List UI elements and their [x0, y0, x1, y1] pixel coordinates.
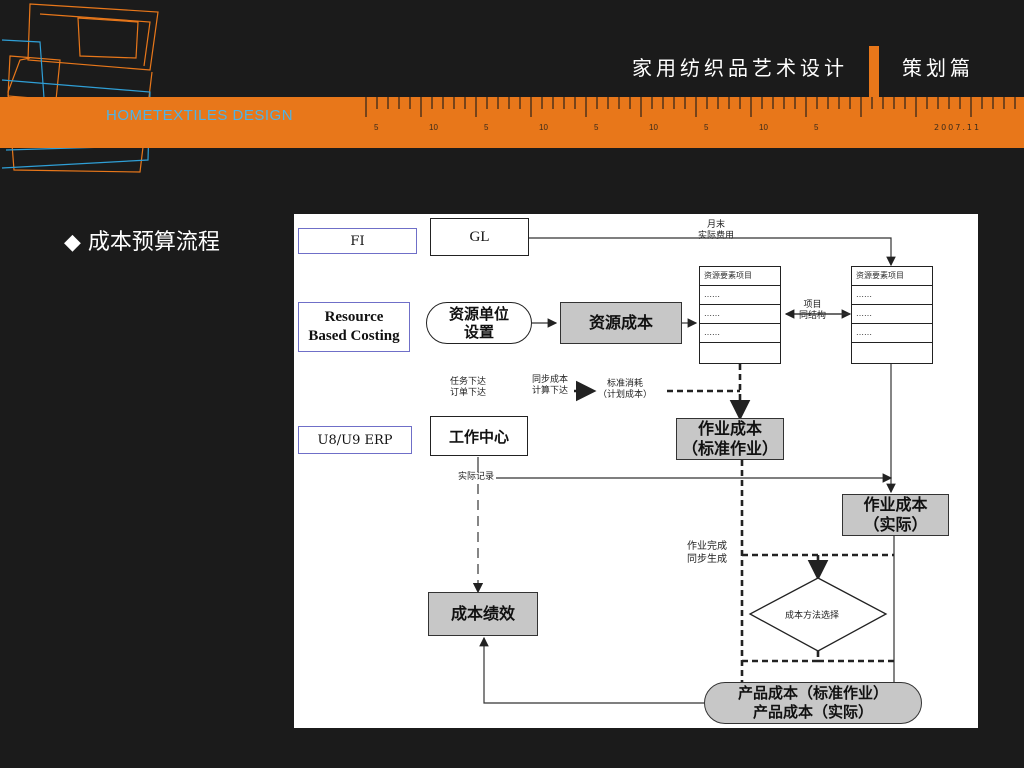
- node-work-center: 工作中心: [430, 416, 528, 456]
- note-complete-line1: 作业完成: [687, 541, 727, 552]
- ruler-label: 10: [759, 123, 768, 132]
- lane-resource-line1: Resource: [324, 308, 384, 325]
- product-cost-line1: 产品成本（标准作业）: [737, 683, 888, 702]
- node-resource-cost: 资源成本: [560, 302, 682, 344]
- note-activity-complete: 作业完成 同步生成: [687, 541, 727, 566]
- actual-activity-line2: （实际）: [863, 515, 928, 534]
- table-row: ……: [700, 286, 780, 305]
- note-month-end: 月末 实际费用: [698, 220, 734, 243]
- bedding-line-art-logo: [1, 3, 159, 173]
- header-separator: [869, 46, 879, 98]
- product-cost-line2: 产品成本（实际）: [752, 703, 873, 721]
- lane-fi: FI: [298, 228, 417, 254]
- ruler-band: [0, 97, 1024, 148]
- activity-cost-line1: 作业成本: [697, 419, 762, 438]
- actual-activity-line1: 作业成本: [863, 495, 928, 514]
- node-cost-performance: 成本绩效: [428, 592, 538, 636]
- note-actual-record: 实际记录: [456, 472, 497, 484]
- ruler-ticks: [365, 97, 1016, 117]
- header-title: 家用纺织品艺术设计: [632, 56, 848, 80]
- note-sync-line2: 计算下达: [532, 386, 569, 397]
- table-header: 资源要素项目: [852, 267, 932, 286]
- ruler-label: 5: [814, 123, 819, 132]
- table-header: 资源要素项目: [700, 267, 780, 286]
- ruler-label: 5: [594, 123, 599, 132]
- lane-erp: U8/U9 ERP: [298, 426, 412, 454]
- lane-resource-based-costing: Resource Based Costing: [298, 302, 410, 352]
- note-standard-line2: （计划成本）: [598, 390, 653, 401]
- lane-resource-line2: Based Costing: [308, 328, 400, 344]
- note-task-order: 任务下达 订单下达: [450, 377, 486, 400]
- header-section-title: 策划篇: [902, 56, 974, 80]
- brand-label: HOMETEXTILES DESIGN: [106, 107, 294, 124]
- note-task-line2: 订单下达: [450, 388, 487, 399]
- node-gl: GL: [430, 218, 529, 256]
- ruler-label: 10: [539, 123, 548, 132]
- ruler-label: 5: [704, 123, 709, 132]
- diagram-connectors: [472, 237, 896, 704]
- date-label: 2007.11: [934, 123, 982, 132]
- note-month-end-line1: 月末: [707, 220, 726, 230]
- note-month-end-line2: 实际费用: [698, 231, 735, 242]
- activity-cost-line2: （标准作业）: [681, 439, 778, 458]
- decision-diamond: [748, 577, 888, 652]
- table-row: ……: [700, 305, 780, 324]
- table-row: ……: [700, 324, 780, 343]
- node-activity-cost-actual: 作业成本 （实际）: [842, 494, 949, 536]
- table-row: [852, 343, 932, 362]
- table-row: ……: [852, 305, 932, 324]
- node-product-cost: 产品成本（标准作业） 产品成本（实际）: [704, 682, 922, 724]
- node-activity-cost-standard: 作业成本 （标准作业）: [676, 418, 784, 460]
- note-sync-cost: 同步成本 计算下达: [532, 375, 568, 398]
- table-row: [700, 343, 780, 362]
- resource-unit-line1: 资源单位: [448, 305, 509, 323]
- note-item-line2: 同结构: [799, 311, 827, 322]
- resource-table-left: 资源要素项目 …… …… ……: [699, 266, 781, 364]
- ruler-label: 10: [429, 123, 438, 132]
- note-standard-line1: 标准消耗: [607, 379, 644, 389]
- note-standard-consumption: 标准消耗 （计划成本）: [598, 379, 652, 402]
- note-task-line1: 任务下达: [450, 377, 487, 387]
- resource-table-right: 资源要素项目 …… …… ……: [851, 266, 933, 364]
- diagram-panel: FI Resource Based Costing U8/U9 ERP GL 资…: [294, 214, 978, 728]
- note-item-structure: 项目 同结构: [799, 300, 826, 323]
- table-row: ……: [852, 286, 932, 305]
- note-complete-line2: 同步生成: [687, 553, 727, 565]
- node-resource-unit-setup: 资源单位 设置: [426, 302, 532, 344]
- decision-label: 成本方法选择: [785, 611, 840, 621]
- note-sync-line1: 同步成本: [532, 375, 569, 385]
- note-item-line1: 项目: [803, 300, 822, 310]
- ruler-label: 10: [649, 123, 658, 132]
- table-row: ……: [852, 324, 932, 343]
- ruler-label: 5: [374, 123, 379, 132]
- slide-heading: ◆ 成本预算流程: [64, 230, 220, 255]
- resource-unit-line2: 设置: [463, 323, 494, 341]
- ruler-label: 5: [484, 123, 489, 132]
